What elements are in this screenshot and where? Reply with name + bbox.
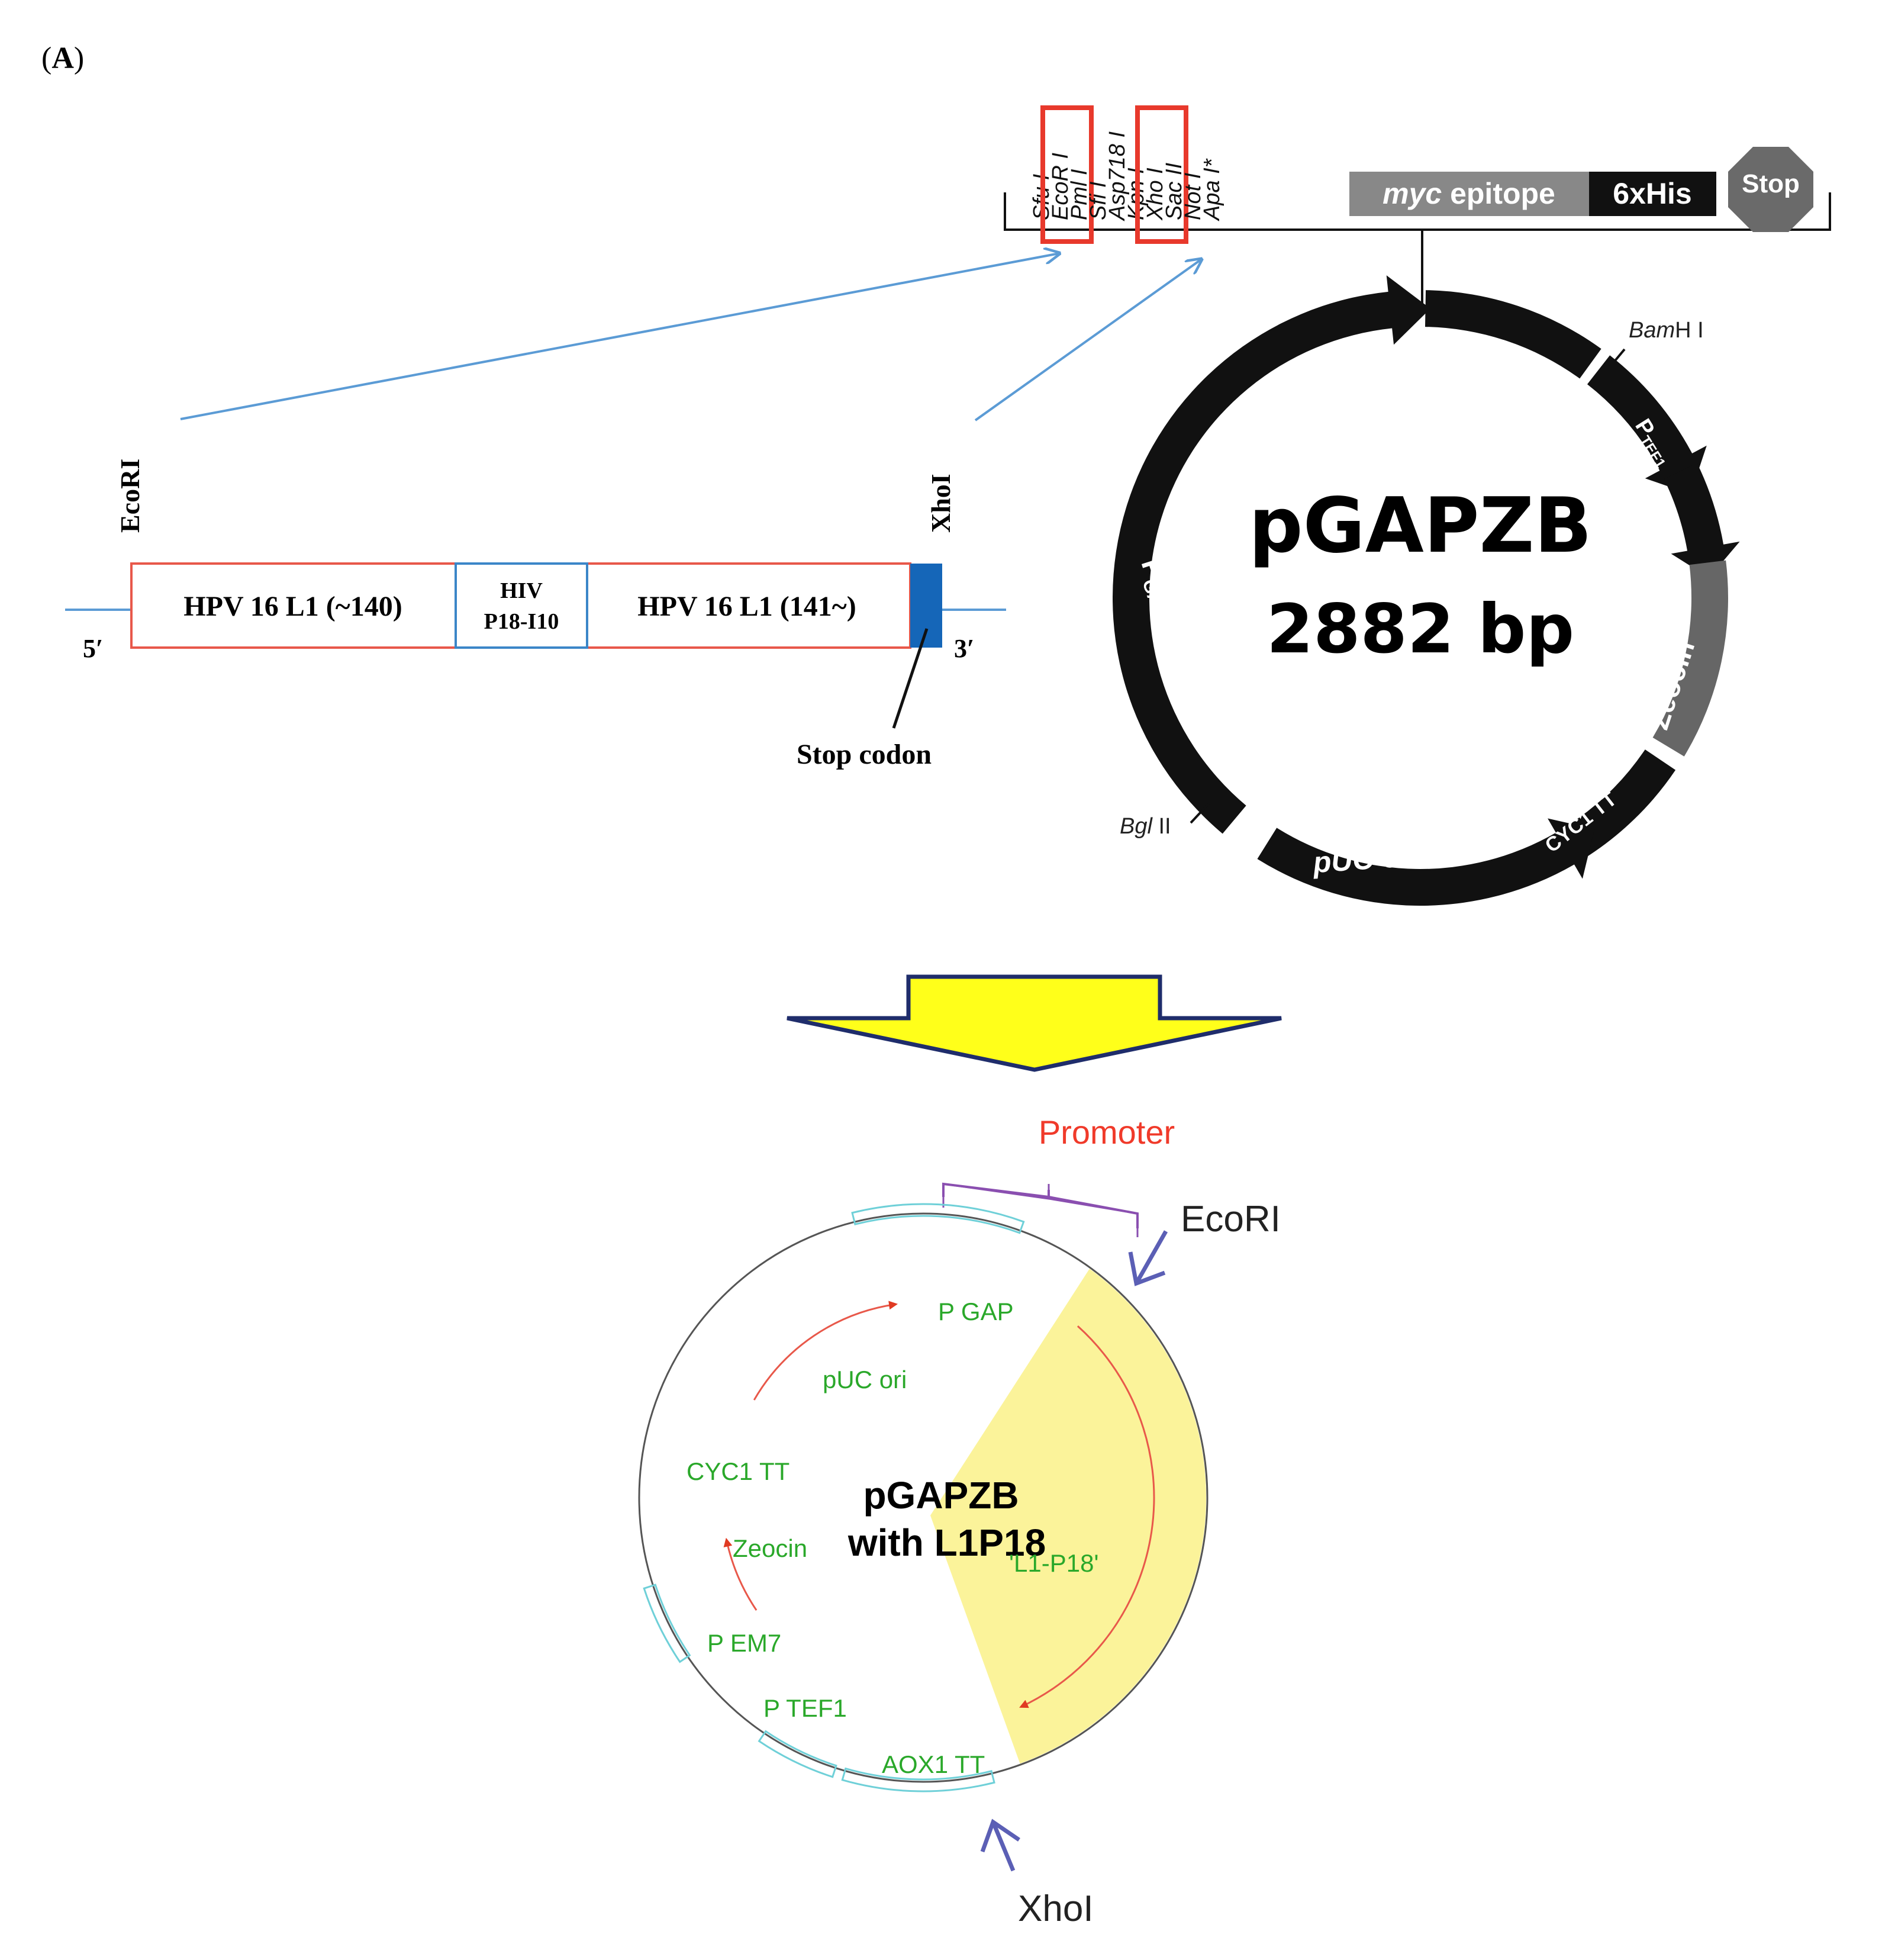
ecori-mapping-arrow	[180, 253, 1059, 420]
feature-aox1-tt: AOX1 TT	[882, 1750, 985, 1778]
promoter-label: Promoter	[1039, 1113, 1175, 1151]
mcs-site-highlight	[1135, 105, 1188, 244]
result-map: Promoter pGAPZB with L1P18 P GAP pUC ori…	[638, 1113, 1281, 1929]
zeocin-direction-arc	[723, 1537, 758, 1611]
three-prime-label: 3′	[954, 634, 974, 663]
result-backbone-circle	[638, 1212, 1209, 1783]
ptef1-arc	[1587, 355, 1707, 494]
puc-ori-direction-arc	[753, 1301, 898, 1401]
aox1-tt-arc	[1425, 290, 1601, 379]
vector-size: 2882 bp	[1267, 590, 1574, 668]
feature-cyc1-tt: CYC1 TT	[687, 1457, 789, 1485]
vector-name: pGAPZB	[1249, 482, 1592, 570]
five-prime-label: 5′	[83, 634, 103, 663]
puc-ori-arc	[1257, 818, 1595, 906]
mcs-site-highlight	[1040, 105, 1094, 244]
insert-region	[930, 1269, 1207, 1764]
bamhi-label: BamH I	[1629, 318, 1704, 343]
feature-segment	[758, 1730, 837, 1778]
plasmid-feature-arcs	[1113, 275, 1740, 906]
bglii-tick	[1190, 803, 1210, 824]
panel-label: (A)	[41, 41, 84, 75]
stop-codon-label: Stop codon	[797, 739, 932, 770]
myc-epitope-label: myc epitope	[1383, 177, 1555, 210]
feature-segment	[643, 1584, 691, 1663]
feature-pem7: P EM7	[707, 1629, 781, 1657]
pgap-arc	[1113, 275, 1431, 834]
puc-ori-label: pUC ori	[1311, 839, 1422, 880]
promoter-bracket-outline	[942, 1183, 1139, 1237]
result-title-line2: with L1P18	[847, 1521, 1046, 1564]
xhoi-result-label: XhoI	[1018, 1888, 1094, 1929]
bglii-label: Bgl II	[1120, 814, 1171, 839]
stop-octagon-label: Stop	[1742, 169, 1800, 198]
mcs-site-label: Xho I	[1143, 168, 1168, 221]
feature-puc-ori: pUC ori	[823, 1366, 907, 1393]
his-tag-box	[1589, 172, 1716, 216]
promoter-bracket	[942, 1182, 1139, 1228]
pgapzb-map: pGAPZB 2882 bp AOX1 TT PTEF1 PEM7 Zeocin…	[1113, 275, 1740, 906]
feature-l1-p18-insert: 'L1-P18'	[1009, 1549, 1098, 1577]
pem7-label: PEM7	[1658, 527, 1683, 568]
feature-ptef1: P TEF1	[763, 1694, 847, 1722]
mcs-site-label: Sac II	[1162, 162, 1187, 220]
bamhi-tick	[1609, 348, 1626, 368]
xhoi-site-label: XhoI	[926, 474, 956, 533]
segment-hiv-line2: P18-I10	[484, 609, 559, 634]
feature-segment	[851, 1203, 1025, 1234]
feature-segment	[841, 1767, 995, 1792]
his-tag-label: 6xHis	[1613, 177, 1691, 210]
mcs-bracket	[1004, 192, 1831, 231]
ecori-arrow-head	[1128, 1251, 1166, 1286]
ecori-site-label: EcoRI	[115, 459, 145, 533]
pem7-arc	[1664, 463, 1740, 578]
segment-hpv-l1-c: HPV 16 L1 (141~)	[637, 591, 856, 622]
hiv-insert-box	[455, 562, 588, 649]
zeocin-arc	[1652, 560, 1728, 757]
feature-zeocin: Zeocin	[733, 1534, 807, 1562]
process-arrow	[787, 974, 1282, 1072]
mcs-site-label: Sfi I	[1086, 181, 1111, 220]
mcs-site-label: Apa I*	[1200, 158, 1224, 221]
result-map-geometry	[638, 1203, 1209, 1792]
myc-epitope-box	[1349, 172, 1589, 216]
xhoi-mapping-arrow	[974, 259, 1201, 421]
mcs-site-label: EcoR I	[1048, 153, 1073, 220]
xhoi-arrow-head	[980, 1819, 1020, 1853]
feature-pgap: P GAP	[938, 1298, 1014, 1325]
xhoi-arrow-shaft	[991, 1821, 1016, 1872]
ecori-result-label: EcoRI	[1181, 1199, 1281, 1240]
segment-hpv-l1-n: HPV 16 L1 (~140)	[183, 591, 402, 622]
stop-codon-pointer	[892, 628, 929, 729]
result-title-line1: pGAPZB	[863, 1474, 1019, 1517]
linear-construct: HPV 16 L1 (~140) HIV P18-I10 HPV 16 L1 (…	[65, 253, 1201, 770]
ecori-arrow-shaft	[1134, 1230, 1168, 1285]
segment-hiv-line1: HIV	[500, 578, 543, 603]
mcs-site-label: Pml I	[1067, 169, 1092, 220]
mcs-site-label: Asp718 I	[1105, 131, 1130, 221]
mcs-site-label: Not I	[1181, 172, 1206, 220]
insert-direction-arc	[1019, 1325, 1155, 1708]
stop-octagon	[1728, 147, 1813, 232]
